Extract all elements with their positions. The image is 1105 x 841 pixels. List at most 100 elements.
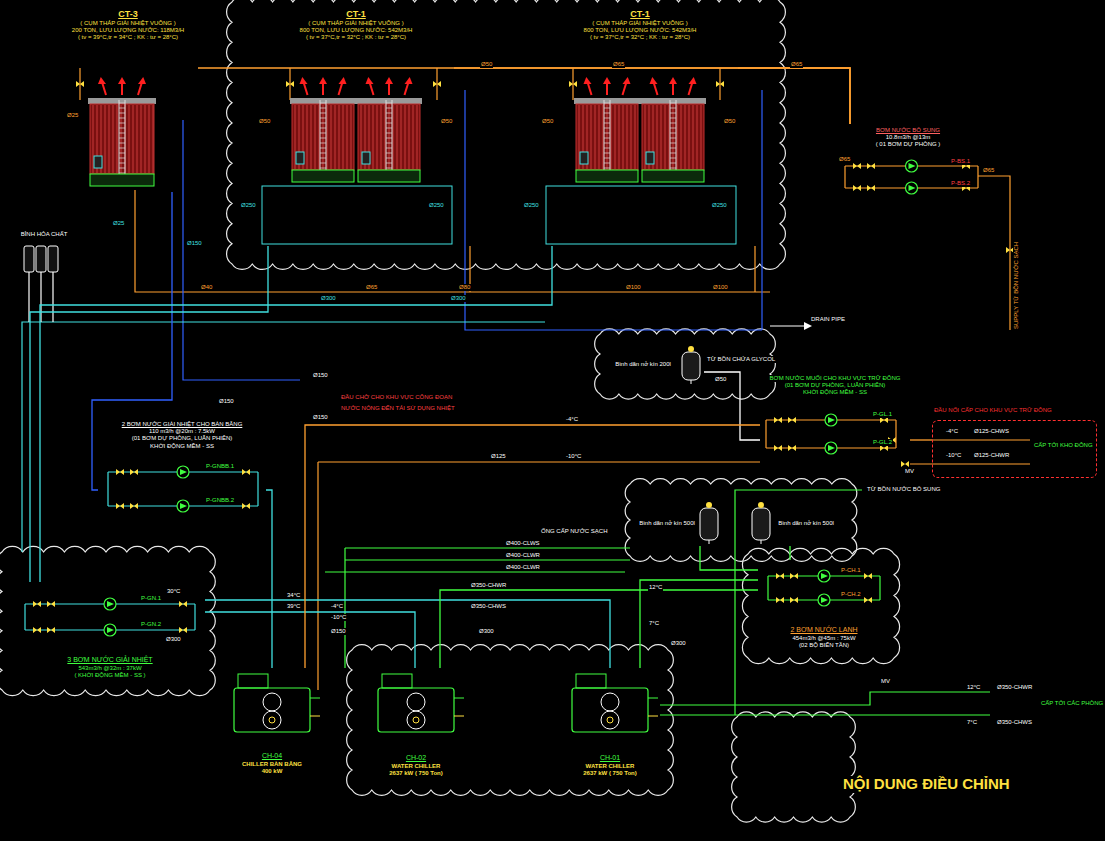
ladder-rung [386, 158, 392, 159]
ladder-rung [670, 123, 676, 124]
node-heading: BƠM NƯỚC BỔ SUNG [875, 127, 941, 134]
revision-cloud [595, 329, 776, 399]
pipe-annotation: Ø300 [165, 636, 182, 643]
ladder-rung [320, 108, 326, 109]
chiller-vessel [263, 711, 281, 729]
ladder-rung [670, 153, 676, 154]
tower-fill-stripe [137, 105, 138, 173]
ladder-rung [119, 158, 125, 159]
pump-symbol [825, 414, 837, 426]
ladder-rung [320, 158, 326, 159]
tower-fill-stripe [677, 105, 678, 169]
equipment-node: 2 BƠM NƯỚC GIẢI NHIỆT CHO BẢN BĂNG110 m3… [98, 418, 266, 526]
fan-arrowhead [669, 77, 677, 84]
tower-fill-stripe [669, 105, 670, 169]
fan-arrowhead [584, 77, 592, 84]
tower-fill-stripe [113, 105, 114, 173]
pipe-annotation: Ø400-CLWR [505, 564, 541, 571]
chiller-pipe [648, 716, 658, 717]
node-text: ( tv = 37°C,tr = 32°C ; KK : tư = 28°C) [305, 34, 407, 41]
pipe-annotation: -10°C [565, 453, 582, 460]
pipe-line [932, 439, 1030, 440]
pipe-annotation: 34°C [286, 592, 301, 599]
pipe-annotation: Ø250 [428, 202, 445, 209]
pipe-connector [305, 425, 760, 668]
ladder-rung [670, 163, 676, 164]
tower-fill-stripe [377, 105, 378, 169]
node-text: KHỞI ĐỘNG MỀM - SS [149, 443, 215, 450]
pipe-line [660, 692, 990, 705]
ladder-rung [320, 138, 326, 139]
pipe-line [735, 490, 862, 715]
equipment-node: CT-3( CỤM THÁP GIẢI NHIỆT VUÔNG )200 TON… [58, 6, 198, 192]
pipe-annotation: P-GN.1 [140, 595, 162, 602]
valve-symbol [853, 185, 861, 191]
ladder-rung [119, 173, 125, 174]
tower-fill-stripe [389, 105, 390, 169]
chiller-control-box [382, 674, 412, 688]
node-text: KHỞI ĐỘNG MỀM - SS [802, 389, 868, 396]
ladder-rung [604, 163, 610, 164]
pipe-annotation: Ø50 [723, 118, 736, 125]
ladder-rung [386, 148, 392, 149]
tower-fill-stripe [315, 105, 316, 169]
chiller-vessel [601, 693, 619, 711]
pipe-connector [440, 590, 758, 668]
ladder-rung [386, 123, 392, 124]
pipe-annotation: MV [880, 678, 891, 685]
pipe-annotation: Ø350-CHWR [470, 582, 507, 589]
node-text: (01 BƠM DỰ PHÒNG, LUÂN PHIÊN) [131, 435, 234, 442]
ladder-rung [670, 108, 676, 109]
pump-impeller [909, 185, 916, 191]
chiller-nozzle [607, 717, 613, 723]
pump-impeller [821, 597, 828, 603]
chiller-vessel [407, 693, 425, 711]
tower-fill-stripe [335, 105, 336, 169]
ladder-rung [604, 143, 610, 144]
node-text: 110 m3/h @20m : 7.5kW [148, 428, 216, 435]
valve-symbol [864, 597, 872, 603]
valve-symbol [433, 81, 441, 87]
fan-arrowhead [339, 77, 347, 84]
equipment-node: Bình dãn nở kín 200l [608, 346, 704, 384]
pipe-annotation: 39°C [286, 603, 301, 610]
pump-header [879, 576, 880, 600]
pipe-line [345, 547, 630, 548]
ladder-rung [670, 158, 676, 159]
tank-gauge [688, 346, 694, 352]
pipe-line [325, 571, 625, 572]
equipment-node: CH-04CHILLER BẢN BĂNG400 kW [226, 668, 318, 778]
node-text: 543m3/h @32m : 37kW [77, 665, 142, 672]
pipe-annotation: NƯỚC NÓNG ĐẾN TÁI SỬ DỤNG NHIỆT [340, 405, 456, 412]
tower-fill-stripe [673, 105, 674, 169]
pump-symbol [906, 182, 918, 194]
equipment-node: BÌNH HÓA CHẤT [16, 228, 72, 278]
revision-cloud [0, 546, 215, 695]
node-text: ( KHỞI ĐỘNG MỀM - SS ) [73, 672, 146, 679]
ladder-rung [670, 103, 676, 104]
node-heading: CH-01 [599, 754, 621, 762]
tower-fill-stripe [579, 105, 580, 169]
valve-symbol [33, 627, 41, 633]
node-text: 454m3/h @45m : 75kW [791, 635, 856, 642]
ladder-rung [320, 168, 326, 169]
ladder-rung [386, 103, 392, 104]
equipment-node: 3 BƠM NƯỚC GIẢI NHIỆT543m3/h @32m : 37kW… [15, 582, 205, 682]
pipe-line [183, 120, 300, 380]
ladder-rung [604, 128, 610, 129]
fan-arrowhead [98, 77, 106, 84]
pump-impeller [180, 469, 187, 475]
pump-symbol [825, 442, 837, 454]
ladder-rung [320, 128, 326, 129]
pump-symbol [818, 570, 830, 582]
pipe-line [52, 272, 53, 322]
tower-fill-stripe [149, 105, 150, 173]
chiller-nozzle [413, 717, 419, 723]
ladder-rung [386, 113, 392, 114]
ladder-rung [320, 143, 326, 144]
pipe-annotation: Ø25 [112, 220, 125, 227]
tower-fill-stripe [689, 105, 690, 169]
tower-fill-stripe [409, 105, 410, 169]
ladder-rung [670, 148, 676, 149]
equipment-node: CT-1( CỤM THÁP GIẢI NHIỆT VUÔNG )800 TON… [542, 6, 738, 246]
